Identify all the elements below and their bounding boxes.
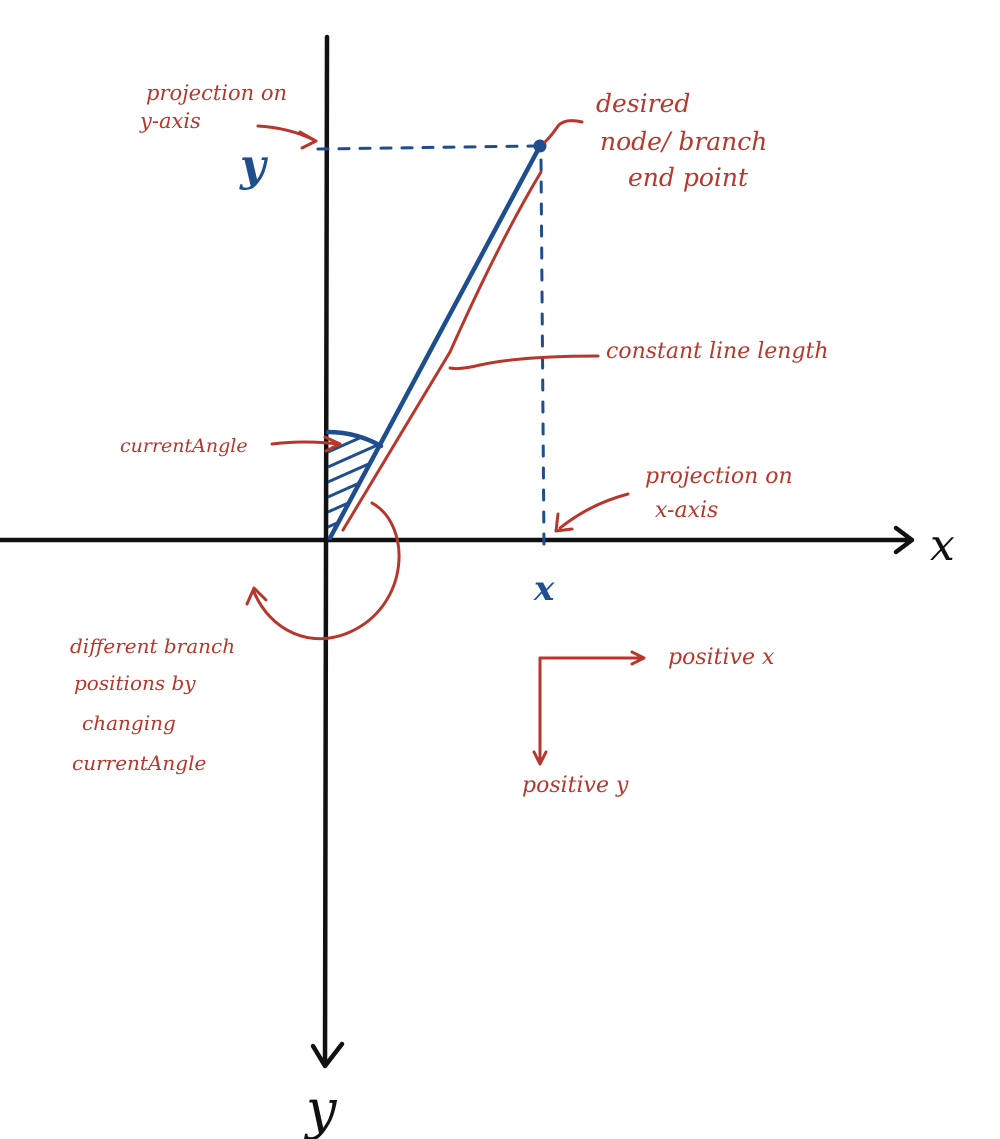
endpoint-annotation: desired node/ branch end point	[596, 89, 775, 192]
current-angle-sector	[325, 429, 384, 540]
current-angle-arrow	[270, 435, 342, 453]
endpoint-text-line1: desired	[596, 89, 690, 118]
branch-endpoint	[533, 139, 547, 153]
branch-text-line1: different branch	[70, 634, 235, 658]
branch-text-line3: changing	[82, 711, 176, 735]
y-projection-value: y	[239, 140, 269, 191]
constant-length-line	[341, 170, 543, 532]
positive-y-label: positive y	[522, 773, 629, 798]
y-axis-label: y	[304, 1078, 338, 1139]
x-projection-value: x	[533, 569, 555, 609]
y-projection-dashed-line	[316, 144, 536, 151]
projection-x-annotation: projection on x-axis	[645, 464, 800, 523]
projection-x-text-line1: projection on	[645, 464, 793, 489]
rotation-arrow	[245, 501, 401, 641]
endpoint-text-line3: end point	[628, 163, 749, 192]
positive-y-arrow	[532, 656, 548, 766]
projection-y-arrow	[256, 124, 318, 150]
x-axis-label: x	[930, 520, 955, 571]
constant-length-arrow	[448, 354, 600, 371]
x-projection-dashed-line	[539, 158, 546, 550]
projection-y-text-line2: y-axis	[139, 109, 201, 133]
constant-length-annotation: constant line length	[606, 339, 829, 364]
branch-positions-annotation: different branch positions by changing c…	[70, 634, 242, 775]
projection-y-text-line1: projection on	[146, 81, 287, 105]
y-axis	[310, 34, 345, 1069]
x-axis	[0, 525, 915, 555]
endpoint-annotation-connector	[543, 119, 584, 144]
projection-x-arrow	[554, 492, 630, 533]
projection-x-text-line2: x-axis	[655, 498, 718, 523]
endpoint-text-line2: node/ branch	[600, 127, 767, 156]
current-angle-annotation: currentAngle	[120, 435, 248, 457]
projection-y-annotation: projection on y-axis	[139, 81, 294, 133]
branch-line	[327, 143, 543, 541]
x-axis-arrowhead	[893, 525, 915, 555]
positive-x-label: positive x	[668, 645, 775, 670]
branch-text-line2: positions by	[74, 671, 196, 695]
y-axis-arrowhead	[310, 1041, 345, 1069]
branch-text-line4: currentAngle	[72, 751, 206, 775]
positive-x-arrow	[538, 650, 646, 666]
positive-direction-indicator	[532, 650, 646, 766]
